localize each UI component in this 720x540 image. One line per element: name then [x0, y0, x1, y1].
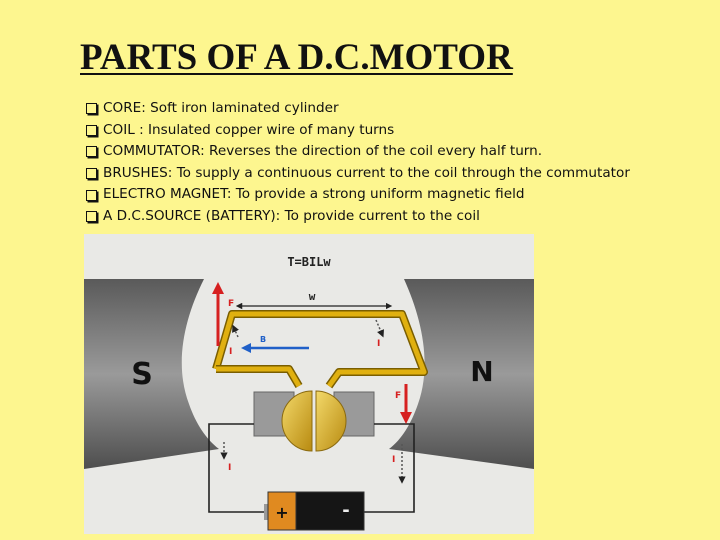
current-arrow-coil-left — [232, 324, 239, 338]
current-label-wire-right: I — [392, 455, 395, 465]
bullet-item: COMMUTATOR: Reverses the direction of th… — [86, 141, 630, 163]
checkbox-bullet-icon — [86, 103, 97, 115]
slide-title: PARTS OF A D.C.MOTOR — [80, 37, 513, 78]
commutator-right-half — [315, 390, 347, 452]
current-arrow-coil-right — [375, 319, 384, 338]
checkbox-bullet-icon — [86, 211, 97, 223]
bullet-item: A D.C.SOURCE (BATTERY): To provide curre… — [86, 206, 630, 228]
dc-motor-diagram: T=BILw w S N + - F F B I I I I — [84, 234, 534, 534]
coil — [213, 311, 427, 388]
battery-minus-label: - — [342, 500, 349, 521]
bullet-item: CORE: Soft iron laminated cylinder — [86, 98, 630, 120]
battery-terminal — [264, 504, 268, 520]
magnetic-field-label: B — [260, 335, 266, 344]
bullet-text: BRUSHES: To supply a continuous current … — [103, 164, 630, 181]
south-pole-magnet — [84, 279, 219, 469]
battery-negative-end — [295, 491, 365, 531]
bullet-text: ELECTRO MAGNET: To provide a strong unif… — [103, 186, 525, 203]
checkbox-bullet-icon — [86, 124, 97, 136]
bullet-item: COIL : Insulated copper wire of many tur… — [86, 120, 630, 142]
bullet-text: COMMUTATOR: Reverses the direction of th… — [103, 143, 543, 160]
south-pole-label: S — [131, 357, 153, 392]
bullet-text: COIL : Insulated copper wire of many tur… — [103, 121, 395, 138]
north-pole-magnet — [389, 279, 534, 469]
bullet-item: ELECTRO MAGNET: To provide a strong unif… — [86, 184, 630, 206]
width-label: w — [309, 290, 316, 303]
bullet-list: CORE: Soft iron laminated cylinder COIL … — [86, 98, 630, 228]
commutator-left-half — [281, 390, 313, 452]
left-circuit-wire — [208, 423, 269, 513]
checkbox-bullet-icon — [86, 189, 97, 201]
bullet-text: A D.C.SOURCE (BATTERY): To provide curre… — [103, 207, 480, 224]
battery: + - — [264, 491, 365, 531]
torque-formula: T=BILw — [287, 255, 331, 269]
battery-positive-end — [267, 491, 297, 531]
current-label-coil-left: I — [229, 347, 232, 357]
checkbox-bullet-icon — [86, 168, 97, 180]
current-label-wire-left: I — [228, 463, 231, 473]
current-label-coil-right: I — [377, 339, 380, 349]
checkbox-bullet-icon — [86, 146, 97, 158]
bullet-item: BRUSHES: To supply a continuous current … — [86, 163, 630, 185]
north-pole-label: N — [470, 355, 493, 388]
force-label-right: F — [395, 391, 401, 401]
battery-plus-label: + — [275, 503, 288, 522]
bullet-text: CORE: Soft iron laminated cylinder — [103, 100, 339, 116]
force-label-left: F — [228, 299, 234, 309]
right-circuit-wire — [362, 423, 415, 513]
coil-lead — [216, 366, 302, 388]
